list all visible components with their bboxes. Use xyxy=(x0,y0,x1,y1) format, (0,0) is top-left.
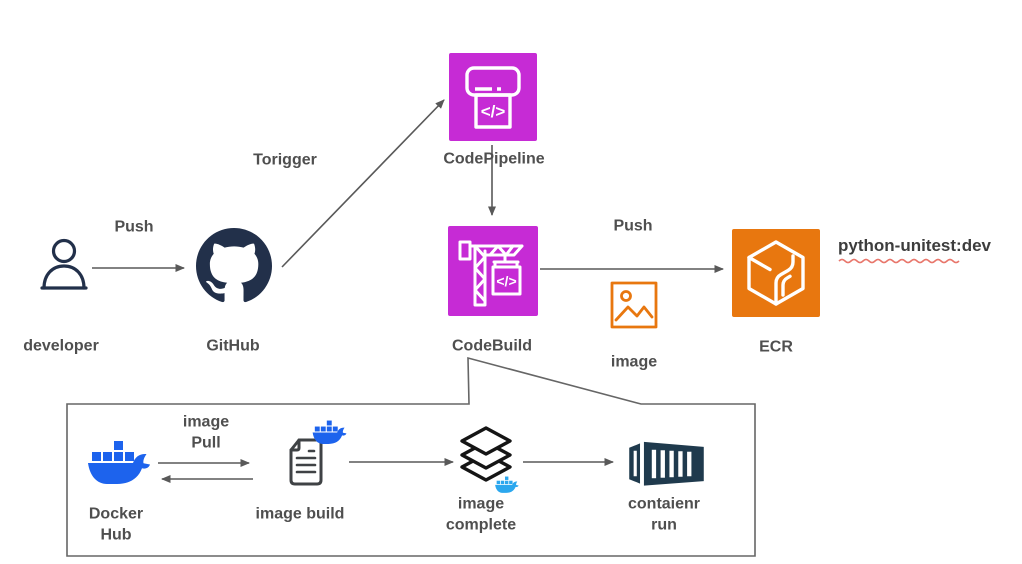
github-label: GitHub xyxy=(206,337,260,355)
person-icon[interactable] xyxy=(38,237,90,297)
build-detail-callout-box[interactable] xyxy=(66,356,756,557)
shipping-container-icon[interactable] xyxy=(627,438,706,489)
ecr-image-tag-text[interactable]: python-unitest:dev xyxy=(838,236,991,264)
codebuild-label: CodeBuild xyxy=(452,337,532,355)
layers-icon[interactable] xyxy=(458,425,514,483)
developer-label: developer xyxy=(23,337,99,355)
codebuild-glyph-text: </> xyxy=(496,273,516,289)
codepipeline-glyph-text: </> xyxy=(481,102,506,121)
image-complete-label: image complete xyxy=(445,495,517,534)
connector-github-codepipeline[interactable] xyxy=(281,99,445,268)
codebuild-icon[interactable]: </> xyxy=(448,226,538,316)
docker-hub-label: Docker Hub xyxy=(88,505,144,544)
push-edge-label-1: Push xyxy=(114,218,154,236)
spellcheck-squiggle xyxy=(838,258,960,264)
ecr-image-tag-label: python-unitest:dev xyxy=(838,236,991,255)
image-icon[interactable] xyxy=(610,281,658,329)
container-run-label: contaienr run xyxy=(627,495,701,534)
image-build-label: image build xyxy=(255,505,345,523)
image-pull-edge-label: image Pull xyxy=(182,413,230,452)
ecr-icon[interactable] xyxy=(732,229,820,317)
trigger-edge-label: Torigger xyxy=(253,151,317,169)
docker-whale-icon[interactable] xyxy=(85,436,151,488)
codepipeline-icon[interactable]: </> xyxy=(449,53,537,141)
docker-whale-tiny-icon xyxy=(494,475,519,494)
push-edge-label-2: Push xyxy=(613,217,653,235)
github-icon[interactable] xyxy=(196,228,272,304)
image-label: image xyxy=(610,353,658,371)
codepipeline-label: CodePipeline xyxy=(443,150,545,168)
ecr-label: ECR xyxy=(759,338,793,356)
docker-whale-small-icon xyxy=(311,418,347,446)
